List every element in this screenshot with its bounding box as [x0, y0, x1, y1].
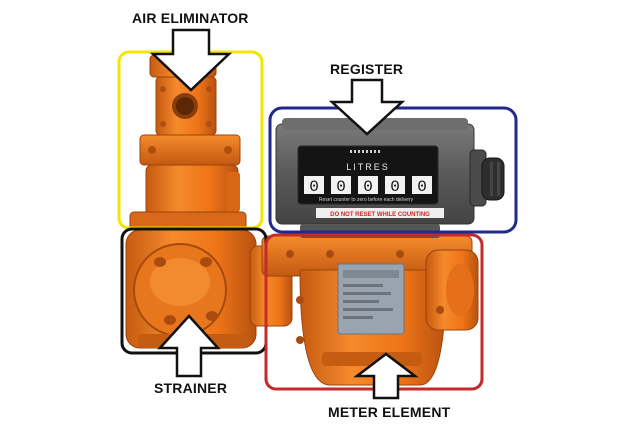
reset-hint-text: Reset counter to zero before each delive…: [319, 197, 414, 203]
register-digit: 0: [363, 178, 373, 196]
air-eliminator-label: AIR ELIMINATOR: [132, 10, 249, 26]
register-unit-label: LITRES: [346, 162, 390, 172]
register-digit: 0: [336, 178, 346, 196]
strainer-body: [125, 229, 257, 349]
meter-element-body: [249, 235, 479, 386]
strainer-label: STRAINER: [154, 380, 228, 396]
arrow-up-strainer-icon: [157, 314, 221, 378]
air-eliminator-body: [129, 54, 247, 231]
arrow-down-air-eliminator-icon: [149, 28, 233, 92]
small-counter: [350, 150, 380, 153]
register-label: REGISTER: [330, 61, 404, 77]
register-digit: 0: [390, 178, 400, 196]
register-digit: 0: [309, 178, 319, 196]
register-digit: 0: [417, 178, 427, 196]
arrow-up-meter-element-icon: [353, 352, 419, 400]
warning-plate: [316, 208, 444, 218]
register-housing: LITRES 0 0 0 0 0 Reset counter to zero b…: [275, 118, 505, 238]
meter-element-label: METER ELEMENT: [328, 404, 451, 420]
arrow-down-register-icon: [328, 78, 406, 136]
warning-text: DO NOT RESET WHILE COUNTING: [330, 212, 430, 218]
register-digits: 0 0 0 0 0: [304, 176, 432, 196]
